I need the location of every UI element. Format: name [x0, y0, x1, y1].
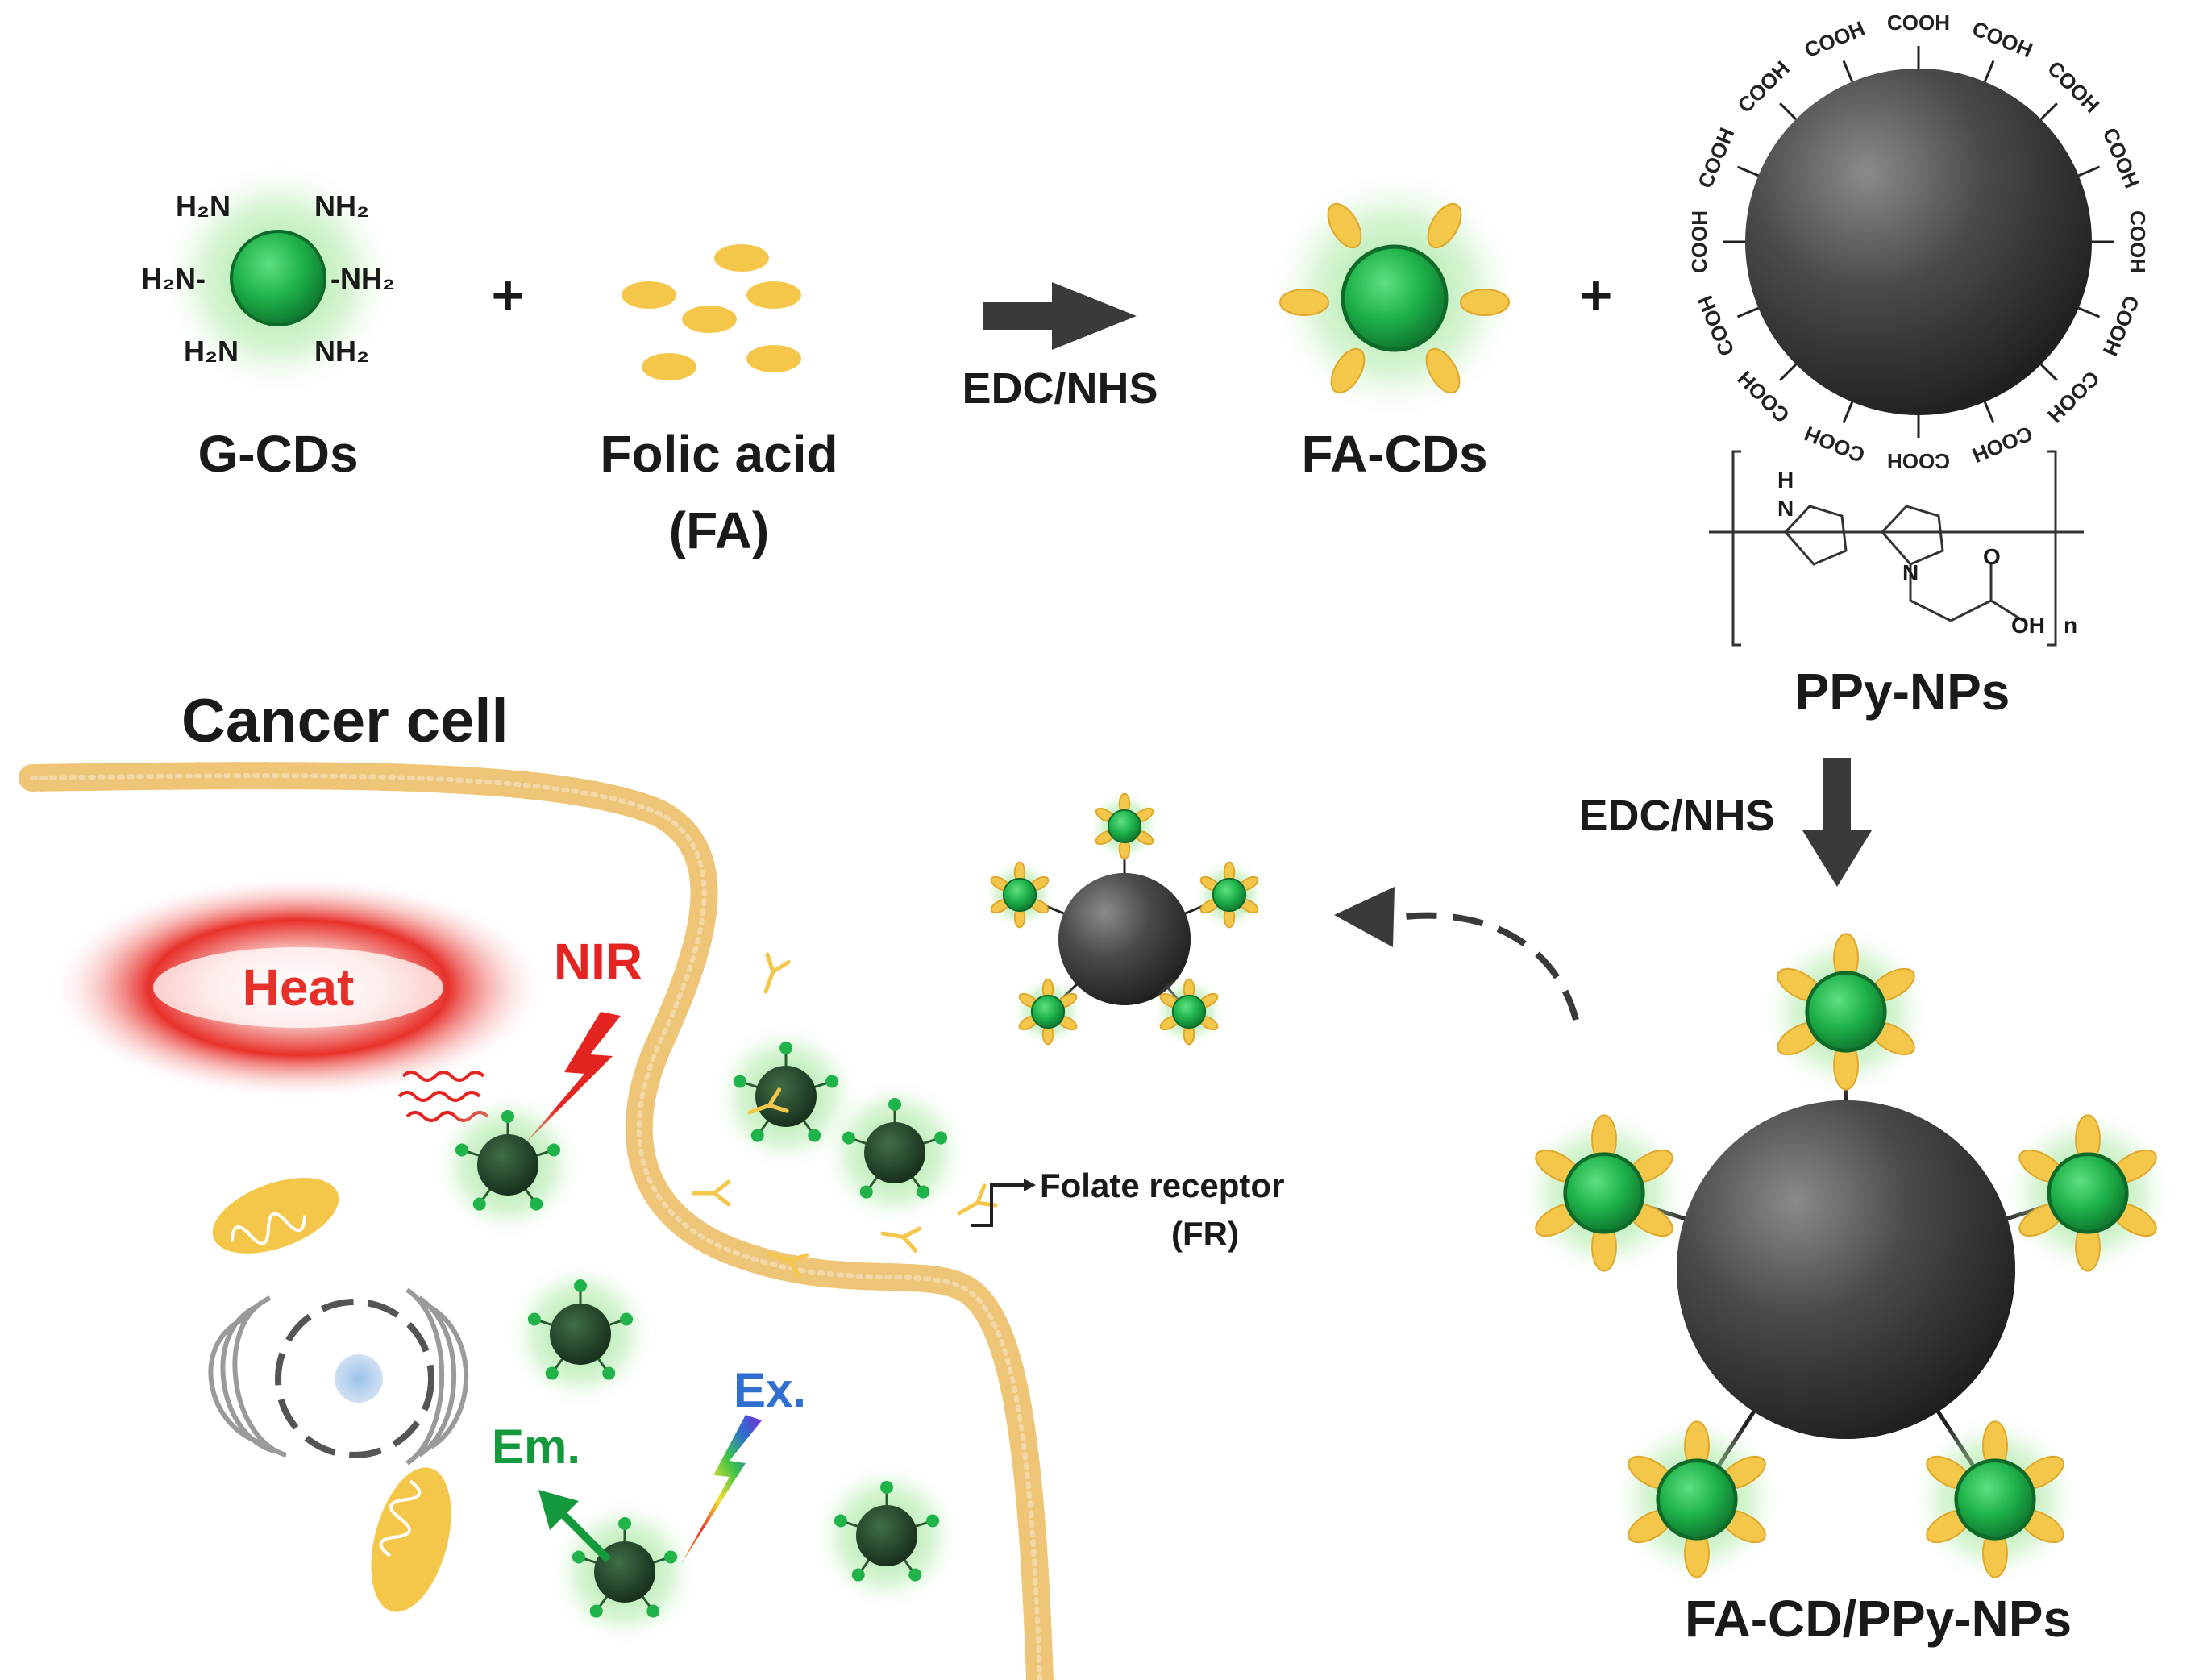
folate-receptor-icon — [880, 1226, 922, 1253]
fa-cd-satellite — [1192, 858, 1266, 932]
excitation-lightning-icon — [681, 1415, 762, 1564]
reaction-arrow-1 — [983, 282, 1137, 350]
carboxyl-label: COOH — [1687, 210, 1711, 273]
amine-label: NH₂ — [314, 189, 369, 222]
carboxyl-label: COOH — [1968, 422, 2036, 468]
excitation-label: Ex. — [734, 1363, 806, 1417]
fa-cd-satellite — [983, 858, 1057, 932]
polymer-n: N — [1902, 560, 1919, 585]
fa-cd-ppy-composite — [1515, 923, 2176, 1588]
carboxyl-label: COOH — [1801, 16, 1869, 63]
carboxyl-label: COOH — [1801, 422, 1869, 468]
amine-label: -NH₂ — [330, 262, 395, 295]
internalized-particle — [504, 1258, 657, 1411]
facds-label: FA-CDs — [1301, 425, 1487, 483]
plus-sign: + — [1580, 264, 1613, 326]
fa-cd-satellite — [1152, 975, 1226, 1049]
gcds-label: G-CDs — [197, 425, 358, 483]
internalized-particles — [431, 1020, 971, 1649]
cell-membrane — [19, 762, 1054, 1680]
small-composite — [983, 789, 1266, 1049]
fr-abbrev-label: (FR) — [1171, 1215, 1239, 1253]
polymer-n: N — [1777, 496, 1794, 521]
gcds-particle: H₂N NH₂ H₂N- -NH₂ H₂N NH₂ — [141, 157, 399, 399]
carboxyl-label: COOH — [2098, 292, 2145, 360]
heat-region — [48, 875, 548, 1100]
fa-cd-satellite — [1999, 1104, 2176, 1282]
uptake-arrowhead — [1334, 887, 1395, 947]
polymer-o: O — [1983, 544, 2001, 569]
folate-receptors — [691, 952, 998, 1279]
fa-cd-ppy-nps-label: FA-CD/PPy-NPs — [1685, 1590, 2072, 1648]
emission-arrow — [553, 1504, 612, 1563]
carboxyl-label: COOH — [1693, 292, 1740, 360]
heat-label: Heat — [243, 959, 355, 1017]
fa-cd-satellite — [1608, 1411, 1786, 1588]
amine-label: H₂N- — [141, 262, 206, 295]
uptake-arrow — [1386, 912, 1579, 1021]
carboxyl-label: COOH — [1693, 124, 1740, 192]
fa-abbrev-label: (FA) — [669, 501, 769, 559]
polymer-subscript: n — [2064, 613, 2077, 638]
amine-label: NH₂ — [314, 335, 369, 368]
carboxyl-label: COOH — [2126, 210, 2150, 273]
carboxyl-label: COOH — [2098, 124, 2145, 192]
fa-cd-satellite — [1011, 975, 1085, 1049]
internalized-particle — [431, 1088, 584, 1241]
ppy-nanoparticle: COOH COOH COOH COOH COOH COOH COOH COOH COOH COOH… — [1687, 10, 2150, 473]
folate-receptor-icon — [767, 1251, 809, 1279]
nucleus-icon — [335, 1354, 383, 1403]
polymer-h: H — [1777, 468, 1794, 493]
mitochondrion-icon — [212, 1178, 339, 1254]
golgi-apparatus-icon — [208, 1287, 469, 1466]
polymer-oh: OH — [2011, 613, 2045, 638]
reaction-arrow-2 — [1802, 758, 1872, 887]
internalized-particle — [810, 1459, 963, 1612]
nucleus-envelope — [275, 1299, 434, 1458]
emission-label: Em. — [492, 1420, 580, 1474]
edc-nhs-label-2: EDC/NHS — [1578, 792, 1774, 840]
amine-label: H₂N — [176, 189, 231, 222]
folic-acid-label: Folic acid — [600, 425, 838, 483]
carboxyl-label: COOH — [1887, 449, 1950, 473]
fa-cd-satellite — [1906, 1411, 2084, 1588]
folate-receptor-icon — [763, 952, 791, 994]
fa-cd-satellite — [1515, 1104, 1693, 1282]
nir-label: NIR — [554, 933, 642, 991]
mitochondrion-icon — [371, 1467, 451, 1612]
cancer-cell-label: Cancer cell — [181, 687, 509, 755]
folate-receptor-icon — [691, 1179, 731, 1207]
ppy-nps-label: PPy-NPs — [1795, 663, 2010, 721]
ppy-polymer-structure — [1709, 450, 2084, 647]
folate-receptor-label: Folate receptor — [1040, 1166, 1284, 1204]
folic-acid-molecules — [622, 244, 801, 380]
nir-lightning-icon — [524, 1012, 621, 1145]
plus-sign: + — [492, 264, 525, 326]
carboxyl-label: COOH — [1968, 16, 2036, 63]
amine-label: H₂N — [184, 335, 239, 368]
edc-nhs-label-1: EDC/NHS — [962, 364, 1158, 413]
facds-particle — [1266, 165, 1524, 423]
receptor-pointer-arrow — [971, 1183, 1024, 1227]
fa-cd-satellite — [1757, 923, 1935, 1100]
internalized-particle — [818, 1076, 971, 1229]
fa-cd-satellite — [1087, 789, 1162, 863]
carboxyl-label: COOH — [1887, 10, 1950, 35]
folate-receptor-icon — [747, 1087, 789, 1115]
